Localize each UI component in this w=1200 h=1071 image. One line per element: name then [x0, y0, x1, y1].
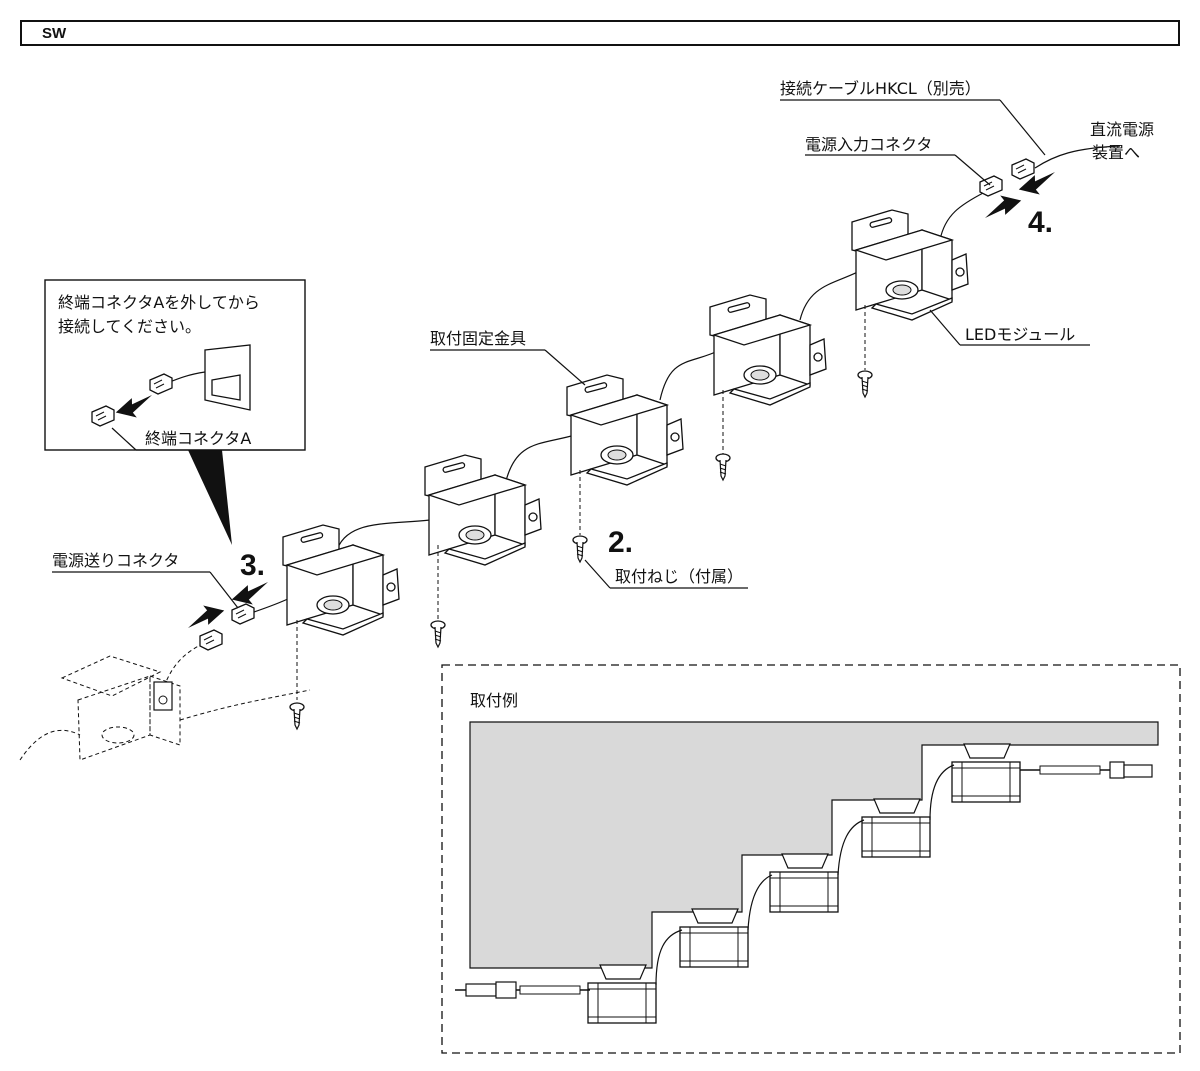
screw-icon-2 [430, 620, 446, 648]
wire-2 [504, 434, 576, 486]
led-module-4 [709, 294, 827, 406]
label-led-module: LEDモジュール [965, 325, 1075, 344]
label-callout-note-1: 終端コネクタAを外してから [58, 293, 260, 312]
wire-3 [659, 349, 721, 401]
header-bar: SW [20, 20, 1180, 46]
label-dc-power-1: 直流電源 [1090, 120, 1154, 139]
stair-wall [469, 721, 1159, 969]
label-cable-hkcl: 接続ケーブルHKCL（別売） [780, 79, 981, 98]
label-mounting-screw: 取付ねじ（付属） [615, 567, 743, 586]
hkcl-connector [1011, 158, 1035, 180]
existing-module-dashed [19, 639, 311, 761]
callout-detail [91, 344, 280, 451]
screw-icon-4 [715, 453, 731, 481]
label-callout-note-2: 接続してください。 [58, 317, 201, 336]
led-module-3 [566, 374, 684, 486]
header-title: SW [42, 25, 67, 42]
label-dc-power-2: 装置へ [1092, 143, 1140, 162]
power-feed-connector [231, 603, 255, 625]
step-4: 4. [1028, 206, 1053, 239]
example-title: 取付例 [470, 691, 518, 710]
label-power-input-connector: 電源入力コネクタ [805, 135, 932, 154]
step-3: 3. [240, 549, 265, 582]
led-module-2 [424, 454, 542, 566]
callout-pointer [188, 450, 232, 545]
label-power-feed-connector: 電源送りコネクタ [52, 551, 179, 570]
screw-icon-5 [857, 370, 873, 398]
step-2: 2. [608, 526, 633, 559]
wire-input [939, 191, 986, 241]
screw-icon-1 [289, 702, 305, 730]
wire-hkcl [1034, 145, 1121, 169]
screw-icon-3 [572, 535, 588, 563]
label-end-connector-a: 終端コネクタA [145, 429, 251, 448]
led-module-5 [851, 209, 969, 321]
label-mounting-bracket: 取付固定金具 [430, 329, 526, 348]
end-connector-dashed [199, 629, 223, 651]
callout-box [44, 279, 306, 451]
arrow-icon-step3-b [182, 599, 227, 632]
